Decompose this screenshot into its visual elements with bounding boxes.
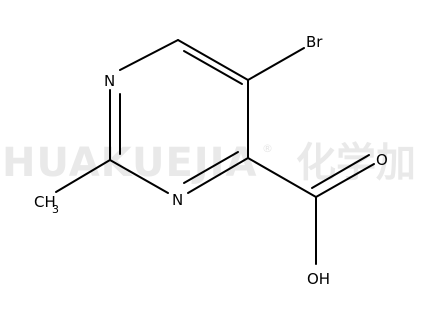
- bond-c2-ch3: [55, 159, 111, 193]
- bond-c6-c5-inner: [183, 50, 243, 85]
- atom-labels: Br N N O OH CH 3: [34, 33, 388, 288]
- bond-n1-c6: [119, 39, 179, 71]
- watermark-registered-mark: ®: [262, 142, 273, 155]
- atom-ch3-subscript: 3: [52, 203, 59, 216]
- atom-n1: N: [104, 72, 115, 90]
- bond-c6-c5: [177, 39, 249, 81]
- atom-n3: N: [172, 191, 183, 209]
- atom-oh: OH: [307, 270, 330, 288]
- atom-ch3: CH: [34, 193, 56, 211]
- bonds: [55, 39, 375, 265]
- bond-co-double-a: [315, 163, 375, 198]
- bond-c4-n3: [187, 157, 249, 194]
- watermark: HUAKUEJIA ® 化学加: [2, 140, 416, 186]
- bond-c4-n3-inner: [183, 151, 239, 184]
- bond-c5-br: [247, 47, 305, 81]
- atom-br: Br: [306, 33, 323, 51]
- atom-o-carbonyl: O: [376, 151, 388, 169]
- bond-c4-carboxyl: [247, 157, 317, 198]
- bond-co-double-b: [311, 154, 370, 189]
- bond-n3-c2: [109, 159, 169, 194]
